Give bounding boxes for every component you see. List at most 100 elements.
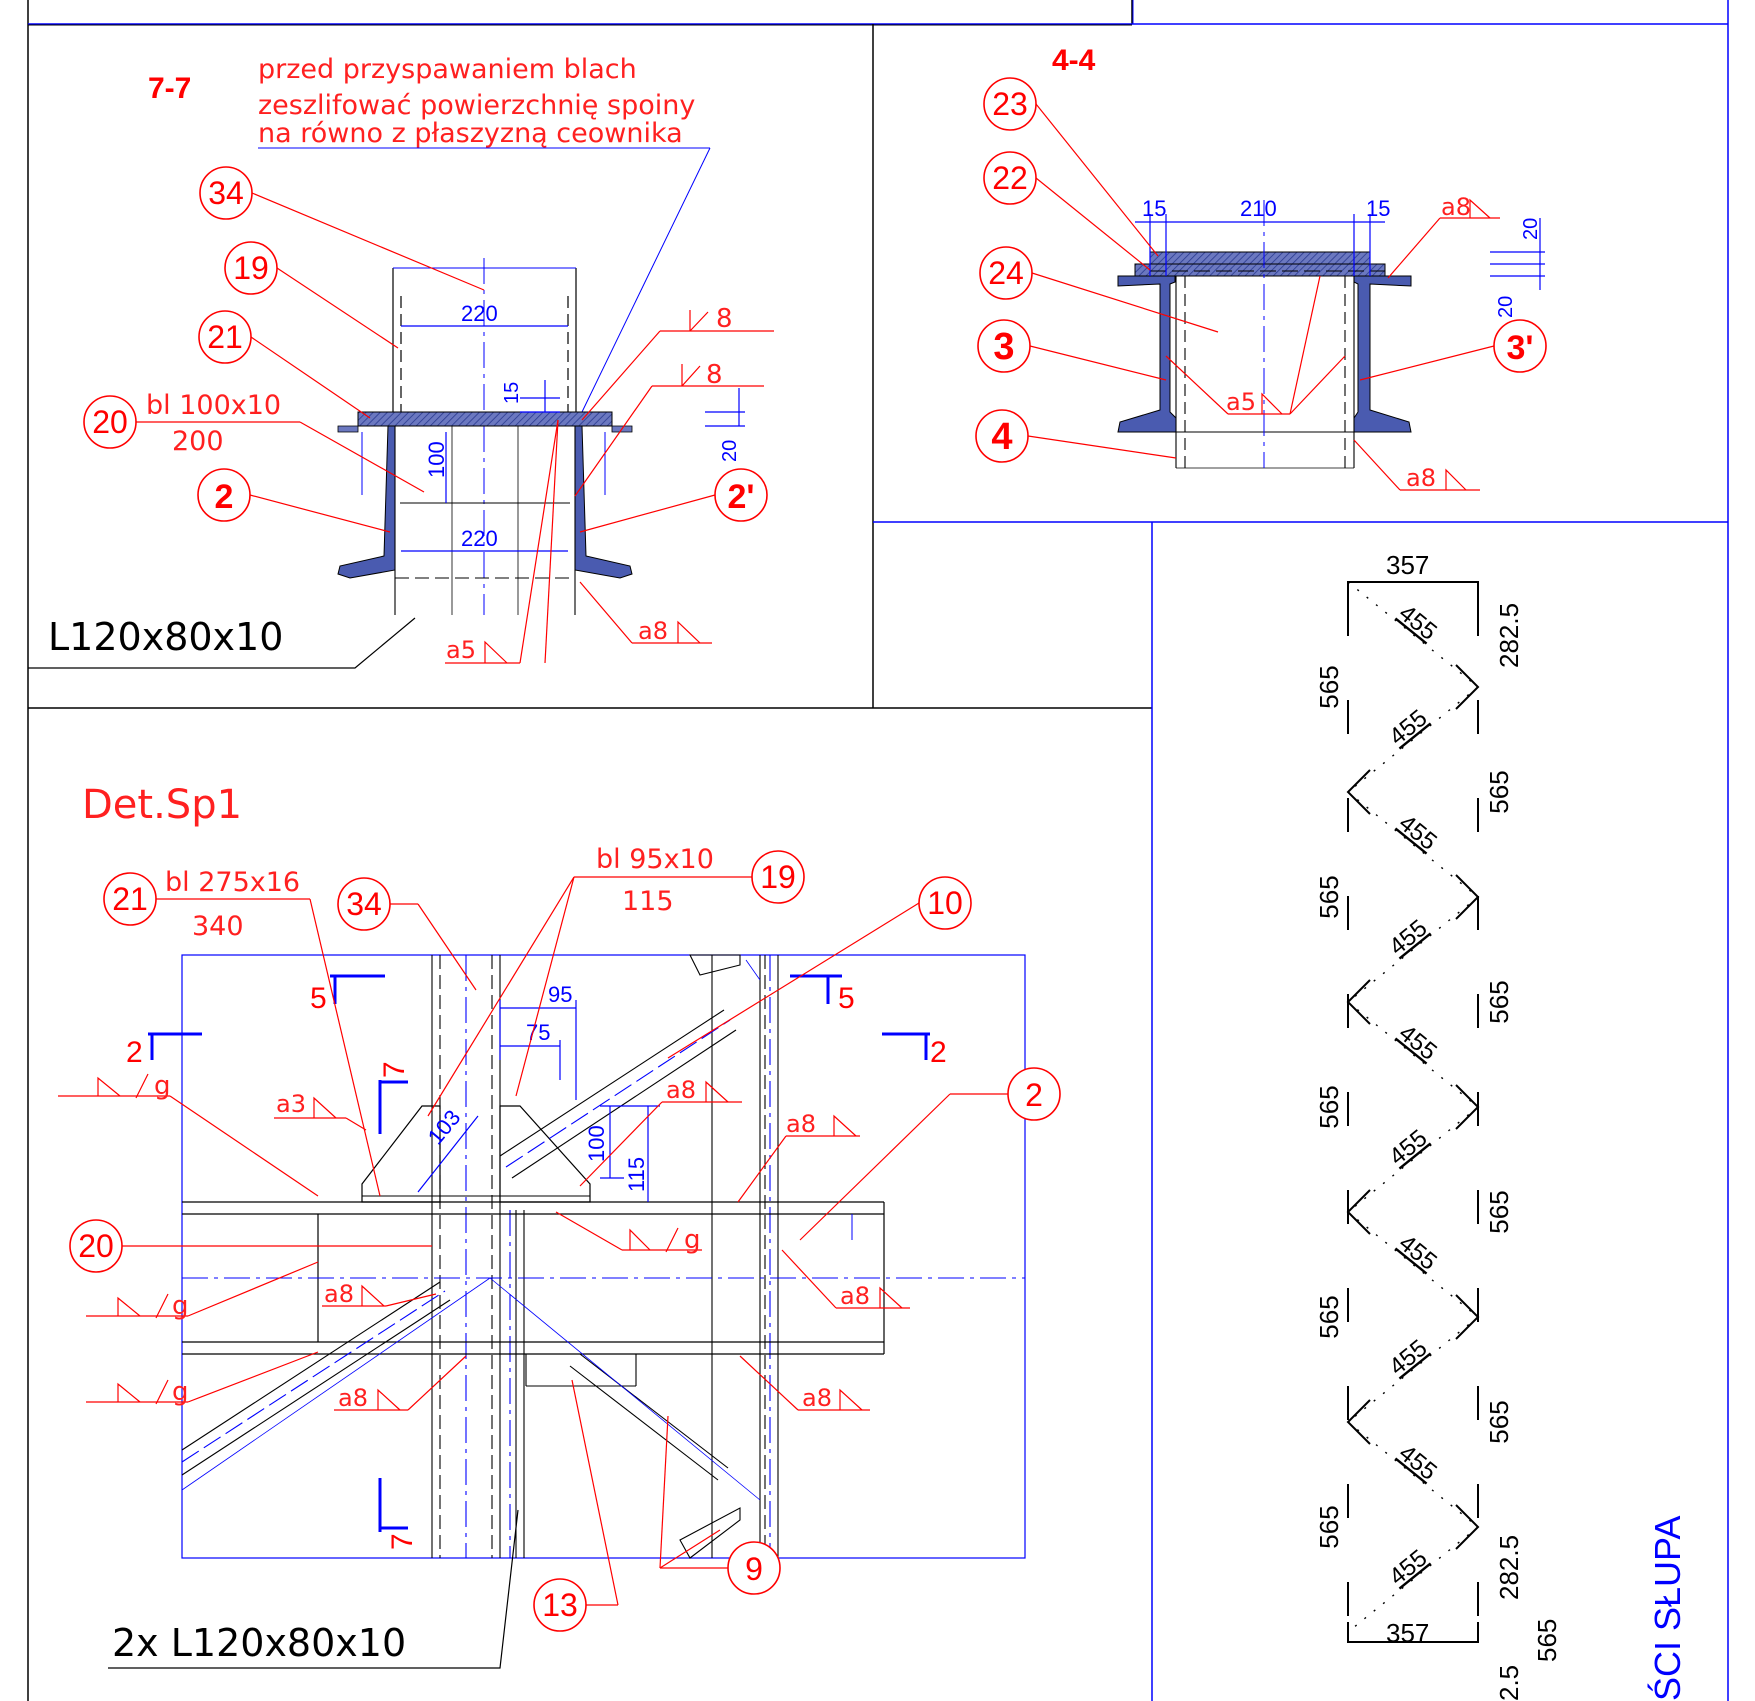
plate-21 (357, 411, 613, 427)
truss-outer-dim: 565 (1532, 1619, 1562, 1662)
tag-2: 2 (799, 1067, 1061, 1241)
svg-text:a8: a8 (840, 1282, 870, 1310)
truss-top-chord (1347, 581, 1479, 602)
truss-diagonal-length: 455 (1394, 1020, 1442, 1066)
truss-panel-left: 565 (1314, 1085, 1344, 1128)
dim-height-100: 100 (424, 441, 449, 478)
tag-19: 19 (224, 241, 399, 349)
weld-symbols-sp1 (58, 1073, 910, 1411)
truss-node-right (1455, 664, 1480, 710)
plate-21-length: 340 (192, 911, 244, 942)
dim-75: 75 (526, 1020, 550, 1045)
tag-22: 22 (983, 151, 1151, 271)
svg-text:a8: a8 (802, 1384, 832, 1412)
svg-text:8: 8 (716, 304, 733, 334)
svg-text:34: 34 (346, 886, 382, 922)
tag-19: 19 (427, 850, 805, 1117)
weld-symbol-a8 (579, 581, 712, 644)
dim-103: 103 (423, 1105, 466, 1149)
svg-text:8: 8 (706, 360, 723, 390)
gusset-plate-21 (361, 1105, 441, 1203)
svg-text:2: 2 (1025, 1077, 1043, 1113)
tag-20: 20 (83, 395, 425, 493)
section-mark-5-left (330, 974, 385, 1004)
svg-text:20: 20 (92, 404, 128, 440)
svg-text:a5: a5 (1226, 388, 1256, 416)
truss-node-left (1346, 769, 1371, 815)
plate-22 (1134, 263, 1386, 277)
svg-text:21: 21 (112, 881, 148, 917)
diagonal-members (181, 954, 761, 1559)
truss-panel-left: 565 (1314, 665, 1344, 708)
dim-15-left: 15 (1142, 196, 1166, 221)
truss-scheme: 357 357 282.5 282.5 565 2.5 ŚCI SŁUPA 45… (1314, 550, 1688, 1701)
truss-top-width: 357 (1386, 550, 1429, 580)
truss-panel-right: 565 (1484, 770, 1514, 813)
tag-23: 23 (983, 77, 1159, 257)
dim-20-bottom: 20 (1495, 296, 1517, 318)
svg-text:10: 10 (927, 885, 963, 921)
svg-text:24: 24 (988, 255, 1024, 291)
svg-text:a8: a8 (324, 1280, 354, 1308)
dim-20: 20 (719, 440, 741, 462)
tag-21: 21 (198, 310, 371, 419)
dim-15-right: 15 (1366, 196, 1390, 221)
profile-label-7-7: L120x80x10 (48, 615, 283, 659)
truss-panel-right: 565 (1484, 1190, 1514, 1233)
weld-note-line-3: na równo z płaszyzną ceownika (258, 118, 683, 149)
weld-symbol-a8-bottom (1353, 439, 1480, 491)
dim-100: 100 (584, 1125, 609, 1162)
truss-diagonal-length: 455 (1384, 705, 1432, 751)
svg-text:5: 5 (310, 982, 327, 1015)
dim-95: 95 (548, 982, 572, 1007)
tag-3-prime: 3' (1359, 319, 1547, 381)
tag-2-prime: 2' (579, 468, 768, 533)
plate-19-length: 115 (622, 886, 674, 917)
tag-13: 13 (533, 1379, 619, 1632)
tag-9: 9 (659, 1415, 781, 1595)
svg-text:g: g (684, 1225, 701, 1255)
detail-sp1: Det.Sp1 (58, 782, 1061, 1669)
section-mark-5-right (790, 974, 842, 1004)
section-title-4-4: 4-4 (1052, 44, 1096, 77)
dimension-lines-7-7 (401, 325, 745, 552)
tag-34: 34 (199, 166, 485, 291)
truss-panel-left: 565 (1314, 1505, 1344, 1548)
tag-24: 24 (979, 246, 1219, 333)
truss-diagonal-length: 455 (1394, 1440, 1442, 1486)
dim-plate-15: 15 (501, 382, 523, 404)
svg-text:2: 2 (930, 1036, 947, 1069)
svg-text:9: 9 (745, 1551, 763, 1587)
section-4-4: 4-4 15 210 15 (975, 44, 1547, 492)
svg-text:5: 5 (838, 982, 855, 1015)
tag-3: 3 (977, 319, 1167, 381)
svg-text:7: 7 (386, 1533, 419, 1550)
plate-21-size: bl 275x16 (165, 867, 300, 898)
dim-115: 115 (624, 1157, 649, 1192)
truss-bottom-width: 357 (1386, 1618, 1429, 1648)
svg-text:4: 4 (991, 416, 1012, 458)
svg-text:34: 34 (208, 175, 244, 211)
svg-text:g: g (154, 1071, 171, 1101)
svg-text:23: 23 (992, 86, 1028, 122)
svg-text:a8: a8 (786, 1110, 816, 1138)
truss-panel-right: 565 (1484, 1400, 1514, 1443)
section-title-7-7: 7-7 (148, 72, 191, 105)
dim-width-top: 220 (461, 301, 498, 326)
svg-text:a8: a8 (638, 617, 668, 645)
plate-20-size: bl 100x10 (146, 390, 281, 421)
svg-text:7: 7 (378, 1061, 411, 1078)
svg-text:g: g (172, 1377, 189, 1407)
section-mark-7-top (378, 1080, 408, 1134)
weld-note-line-1: przed przyspawaniem blach (258, 54, 637, 85)
column-member-34 (392, 258, 577, 615)
tag-10: 10 (667, 876, 972, 1059)
section-mark-2-left (148, 1032, 202, 1060)
detail-frame (181, 954, 1026, 1559)
weld-symbol-a8-top (1387, 198, 1500, 279)
dim-210: 210 (1240, 196, 1277, 221)
horizontal-chord (182, 1201, 1025, 1355)
channel-section-2 (337, 425, 633, 579)
tag-21: 21 (103, 872, 381, 1197)
